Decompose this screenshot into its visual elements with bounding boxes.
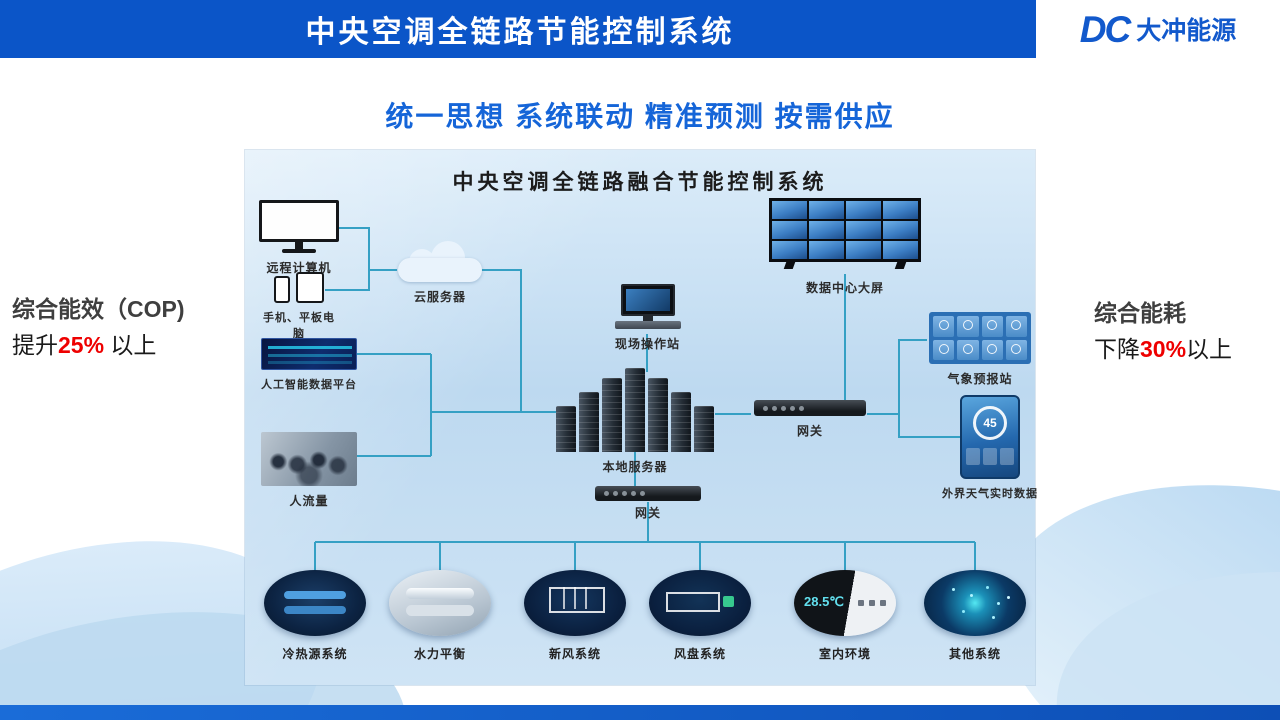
node-field-station: 现场操作站	[600, 284, 695, 352]
ai-dashboard-icon	[261, 338, 357, 370]
crowd-photo-icon	[261, 432, 357, 486]
gateway-device-icon-2	[595, 486, 701, 501]
hydraulic-balance-icon	[389, 570, 491, 636]
system-fancoil: 风盘系统	[645, 570, 755, 662]
stat-cop-value: 25%	[58, 331, 105, 358]
system-freshair: 新风系统	[520, 570, 630, 662]
node-label-gateway-bottom: 网关	[634, 506, 661, 520]
stat-energy-title: 综合能耗	[1094, 300, 1186, 326]
node-datacenter-screen: 数据中心大屏	[765, 198, 925, 296]
thermostat-reading: 28.5℃	[804, 594, 844, 609]
stat-cop-title: 综合能效（COP)	[12, 296, 185, 322]
slogan-subtitle: 统一思想 系统联动 精准预测 按需供应	[385, 101, 895, 132]
stat-energy-suffix: 以上	[1186, 335, 1233, 362]
cloud-icon	[398, 241, 482, 282]
footer-bar	[0, 705, 1280, 720]
node-label-cloud-server: 云服务器	[413, 290, 466, 304]
node-gateway-right: 网关	[750, 400, 870, 439]
node-gateway-bottom: 网关	[593, 486, 703, 521]
system-label-coldheat: 冷热源系统	[282, 647, 348, 661]
fan-coil-system-icon	[649, 570, 751, 636]
node-label-remote-computer: 远程计算机	[266, 261, 332, 275]
node-label-weather-data: 外界天气实时数据	[942, 488, 1038, 500]
video-wall-icon	[769, 198, 921, 269]
stat-cop-value-line: 提升25% 以上	[12, 328, 237, 364]
stat-energy-prefix: 下降	[1094, 335, 1140, 362]
node-mobile-devices: 手机、平板电脑	[259, 272, 339, 341]
node-local-server: 本地服务器	[535, 368, 735, 475]
fresh-air-system-icon	[524, 570, 626, 636]
page-title: 中央空调全链路节能控制系统	[305, 16, 735, 49]
company-logo: DC 大冲能源	[1036, 0, 1280, 58]
system-architecture-diagram: 中央空调全链路融合节能控制系统 远程计算机 手机、平板电脑 云服务器 现场操作站	[245, 150, 1037, 685]
node-label-datacenter-screen: 数据中心大屏	[805, 281, 884, 295]
node-label-local-server: 本地服务器	[602, 460, 668, 474]
stat-cop: 综合能效（COP) 提升25% 以上	[12, 292, 237, 363]
stat-energy-value-line: 下降30%以上	[1094, 332, 1274, 368]
monitor-icon	[259, 200, 339, 253]
node-label-gateway-right: 网关	[796, 424, 823, 438]
node-label-weather-station: 气象预报站	[947, 372, 1013, 386]
node-weather-data: 45 外界天气实时数据	[935, 395, 1045, 501]
system-label-hydraulic: 水力平衡	[413, 647, 466, 661]
system-indoor: 28.5℃ 室内环境	[790, 570, 900, 662]
logo-name: 大冲能源	[1136, 17, 1237, 45]
node-label-mobile-devices: 手机、平板电脑	[263, 312, 335, 340]
node-label-ai-platform: 人工智能数据平台	[261, 379, 357, 391]
system-label-indoor: 室内环境	[818, 647, 871, 661]
weather-app-icon: 45	[960, 395, 1020, 479]
node-weather-station: 气象预报站	[925, 312, 1035, 387]
phone-tablet-icon	[274, 272, 324, 303]
weather-panel-icon	[929, 312, 1031, 364]
indoor-environment-icon: 28.5℃	[794, 570, 896, 636]
other-systems-icon	[924, 570, 1026, 636]
stat-energy: 综合能耗 下降30%以上	[1094, 296, 1274, 367]
system-label-fancoil: 风盘系统	[673, 647, 726, 661]
node-ai-platform: 人工智能数据平台	[259, 338, 359, 392]
system-hydraulic: 水力平衡	[385, 570, 495, 662]
node-cloud-server: 云服务器	[395, 241, 485, 305]
gateway-device-icon	[754, 400, 866, 416]
diagram-title: 中央空调全链路融合节能控制系统	[452, 171, 828, 194]
stat-cop-prefix: 提升	[12, 331, 58, 358]
workstation-icon	[614, 284, 681, 329]
system-other: 其他系统	[920, 570, 1030, 662]
stat-energy-value: 30%	[1140, 335, 1187, 362]
node-label-field-station: 现场操作站	[614, 337, 680, 351]
node-label-people-flow: 人流量	[289, 494, 329, 508]
weather-gauge-value: 45	[983, 416, 997, 430]
coldheat-system-icon	[264, 570, 366, 636]
server-rack-icon	[556, 368, 714, 452]
node-remote-computer: 远程计算机	[253, 200, 345, 276]
logo-mark-icon: DC	[1079, 8, 1131, 50]
system-label-other: 其他系统	[948, 647, 1001, 661]
weather-gauge: 45	[973, 406, 1007, 440]
header-bar: 中央空调全链路节能控制系统 DC 大冲能源	[0, 0, 1280, 58]
connection-lines	[314, 227, 976, 573]
system-label-freshair: 新风系统	[548, 647, 601, 661]
system-coldheat: 冷热源系统	[260, 570, 370, 662]
node-people-flow: 人流量	[259, 432, 359, 509]
stat-cop-suffix: 以上	[104, 331, 157, 358]
